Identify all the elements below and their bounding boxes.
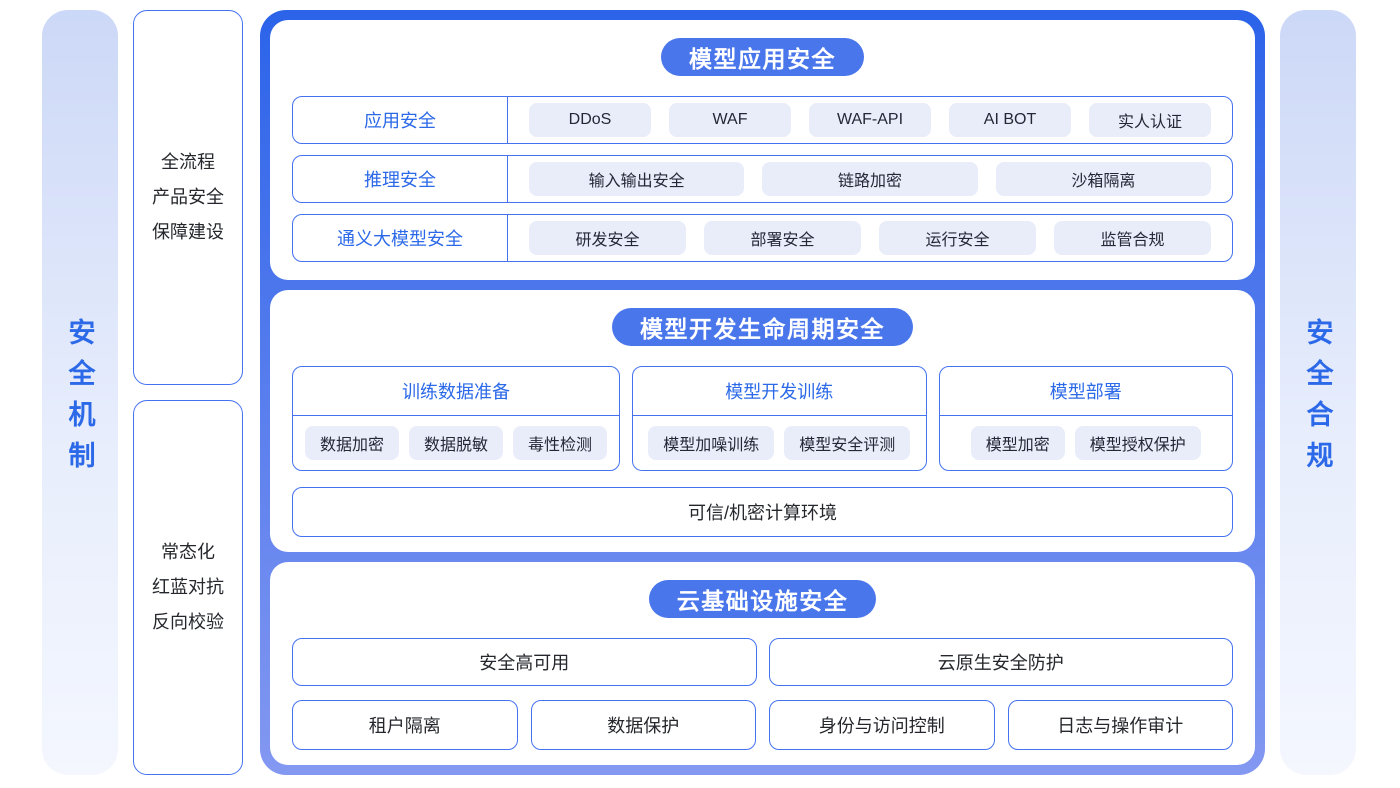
capability-chip: WAF-API [809, 103, 931, 137]
capability-chip: 数据加密 [305, 426, 400, 460]
lifecycle-column: 模型部署模型加密模型授权保护 [938, 366, 1234, 471]
lifecycle-column-chips: 数据加密数据脱敏毒性检测 [293, 416, 619, 470]
section-cloud-infra-security: 云基础设施安全 安全高可用云原生安全防护 租户隔离数据保护身份与访问控制日志与操… [270, 562, 1255, 765]
left-rail-security-mechanism: 安全机制 [42, 10, 118, 775]
capability-chip: 毒性检测 [513, 426, 608, 460]
capability-chip: AI BOT [949, 103, 1071, 137]
cloud-infra-row-2: 租户隔离数据保护身份与访问控制日志与操作审计 [292, 700, 1233, 750]
capability-chip: 模型安全评测 [784, 426, 911, 460]
capability-chip: WAF [669, 103, 791, 137]
capability-chip: 模型加密 [970, 426, 1065, 460]
side-box-text: 全流程 产品安全 保障建设 [152, 151, 224, 243]
section-title-pill: 模型开发生命周期安全 [612, 308, 913, 346]
security-row: 推理安全输入输出安全链路加密沙箱隔离 [292, 155, 1233, 203]
cloud-infra-box: 日志与操作审计 [1007, 700, 1233, 750]
section-title-pill: 模型应用安全 [661, 38, 864, 76]
lifecycle-column-title: 训练数据准备 [293, 367, 620, 416]
cloud-infra-box: 数据保护 [530, 700, 756, 750]
security-row-label: 通义大模型安全 [293, 215, 508, 261]
right-rail-label: 安全合规 [1302, 317, 1333, 482]
lifecycle-column: 训练数据准备数据加密数据脱敏毒性检测 [292, 366, 621, 471]
lifecycle-column-chips: 模型加密模型授权保护 [940, 416, 1232, 470]
capability-chip: 研发安全 [529, 221, 686, 255]
capability-chip: 数据脱敏 [409, 426, 504, 460]
capability-chip: 链路加密 [762, 162, 978, 196]
capability-chip: 模型授权保护 [1074, 426, 1201, 460]
security-row-label: 推理安全 [293, 156, 508, 202]
security-row-label: 应用安全 [293, 97, 508, 143]
side-box-red-blue-confrontation: 常态化 红蓝对抗 反向校验 [133, 400, 243, 775]
section-model-application-security: 模型应用安全 应用安全 DDoS WAF WAF-API AI BOT 实人认证推理安全输… [270, 20, 1255, 280]
section-title-pill: 云基础设施安全 [648, 580, 877, 618]
cloud-infra-box: 安全高可用 [292, 638, 757, 686]
side-box-full-process-security: 全流程 产品安全 保障建设 [133, 10, 243, 385]
lifecycle-column: 模型开发训练模型加噪训练模型安全评测 [632, 366, 927, 471]
capability-chip: 实人认证 [1089, 103, 1211, 137]
capability-chip: 输入输出安全 [529, 162, 745, 196]
security-row: 通义大模型安全研发安全部署安全运行安全监管合规 [292, 214, 1233, 262]
capability-chip: 部署安全 [704, 221, 861, 255]
left-rail-label: 安全机制 [64, 317, 95, 482]
cloud-infra-box: 云原生安全防护 [768, 638, 1233, 686]
capability-chip: 沙箱隔离 [995, 162, 1211, 196]
security-row: 应用安全 DDoS WAF WAF-API AI BOT 实人认证 [292, 96, 1233, 144]
side-box-text: 常态化 红蓝对抗 反向校验 [152, 541, 224, 633]
security-row-chips: 研发安全部署安全运行安全监管合规 [508, 215, 1232, 261]
application-security-rows: 应用安全 DDoS WAF WAF-API AI BOT 实人认证推理安全输入输出安全链路… [292, 96, 1233, 262]
capability-chip: DDoS [529, 103, 651, 137]
cloud-infra-box: 身份与访问控制 [769, 700, 995, 750]
section-model-dev-lifecycle-security: 模型开发生命周期安全 训练数据准备数据加密数据脱敏毒性检测模型开发训练模型加噪训… [270, 290, 1255, 552]
cloud-infra-row-1: 安全高可用云原生安全防护 [292, 638, 1233, 686]
capability-chip: 运行安全 [879, 221, 1036, 255]
lifecycle-column-title: 模型部署 [939, 367, 1233, 416]
capability-chip: 模型加噪训练 [648, 426, 775, 460]
security-row-chips: 输入输出安全链路加密沙箱隔离 [508, 156, 1232, 202]
lifecycle-column-chips: 模型加噪训练模型安全评测 [633, 416, 925, 470]
cloud-infra-box: 租户隔离 [292, 700, 518, 750]
right-rail-security-compliance: 安全合规 [1280, 10, 1356, 775]
trusted-computing-box: 可信/机密计算环境 [292, 487, 1233, 537]
capability-chip: 监管合规 [1054, 221, 1211, 255]
main-security-frame: 模型应用安全 应用安全 DDoS WAF WAF-API AI BOT 实人认证推理安全输… [260, 10, 1265, 775]
lifecycle-column-title: 模型开发训练 [633, 367, 926, 416]
lifecycle-columns: 训练数据准备数据加密数据脱敏毒性检测模型开发训练模型加噪训练模型安全评测模型部署… [292, 366, 1234, 471]
security-row-chips: DDoS WAF WAF-API AI BOT 实人认证 [508, 97, 1232, 143]
